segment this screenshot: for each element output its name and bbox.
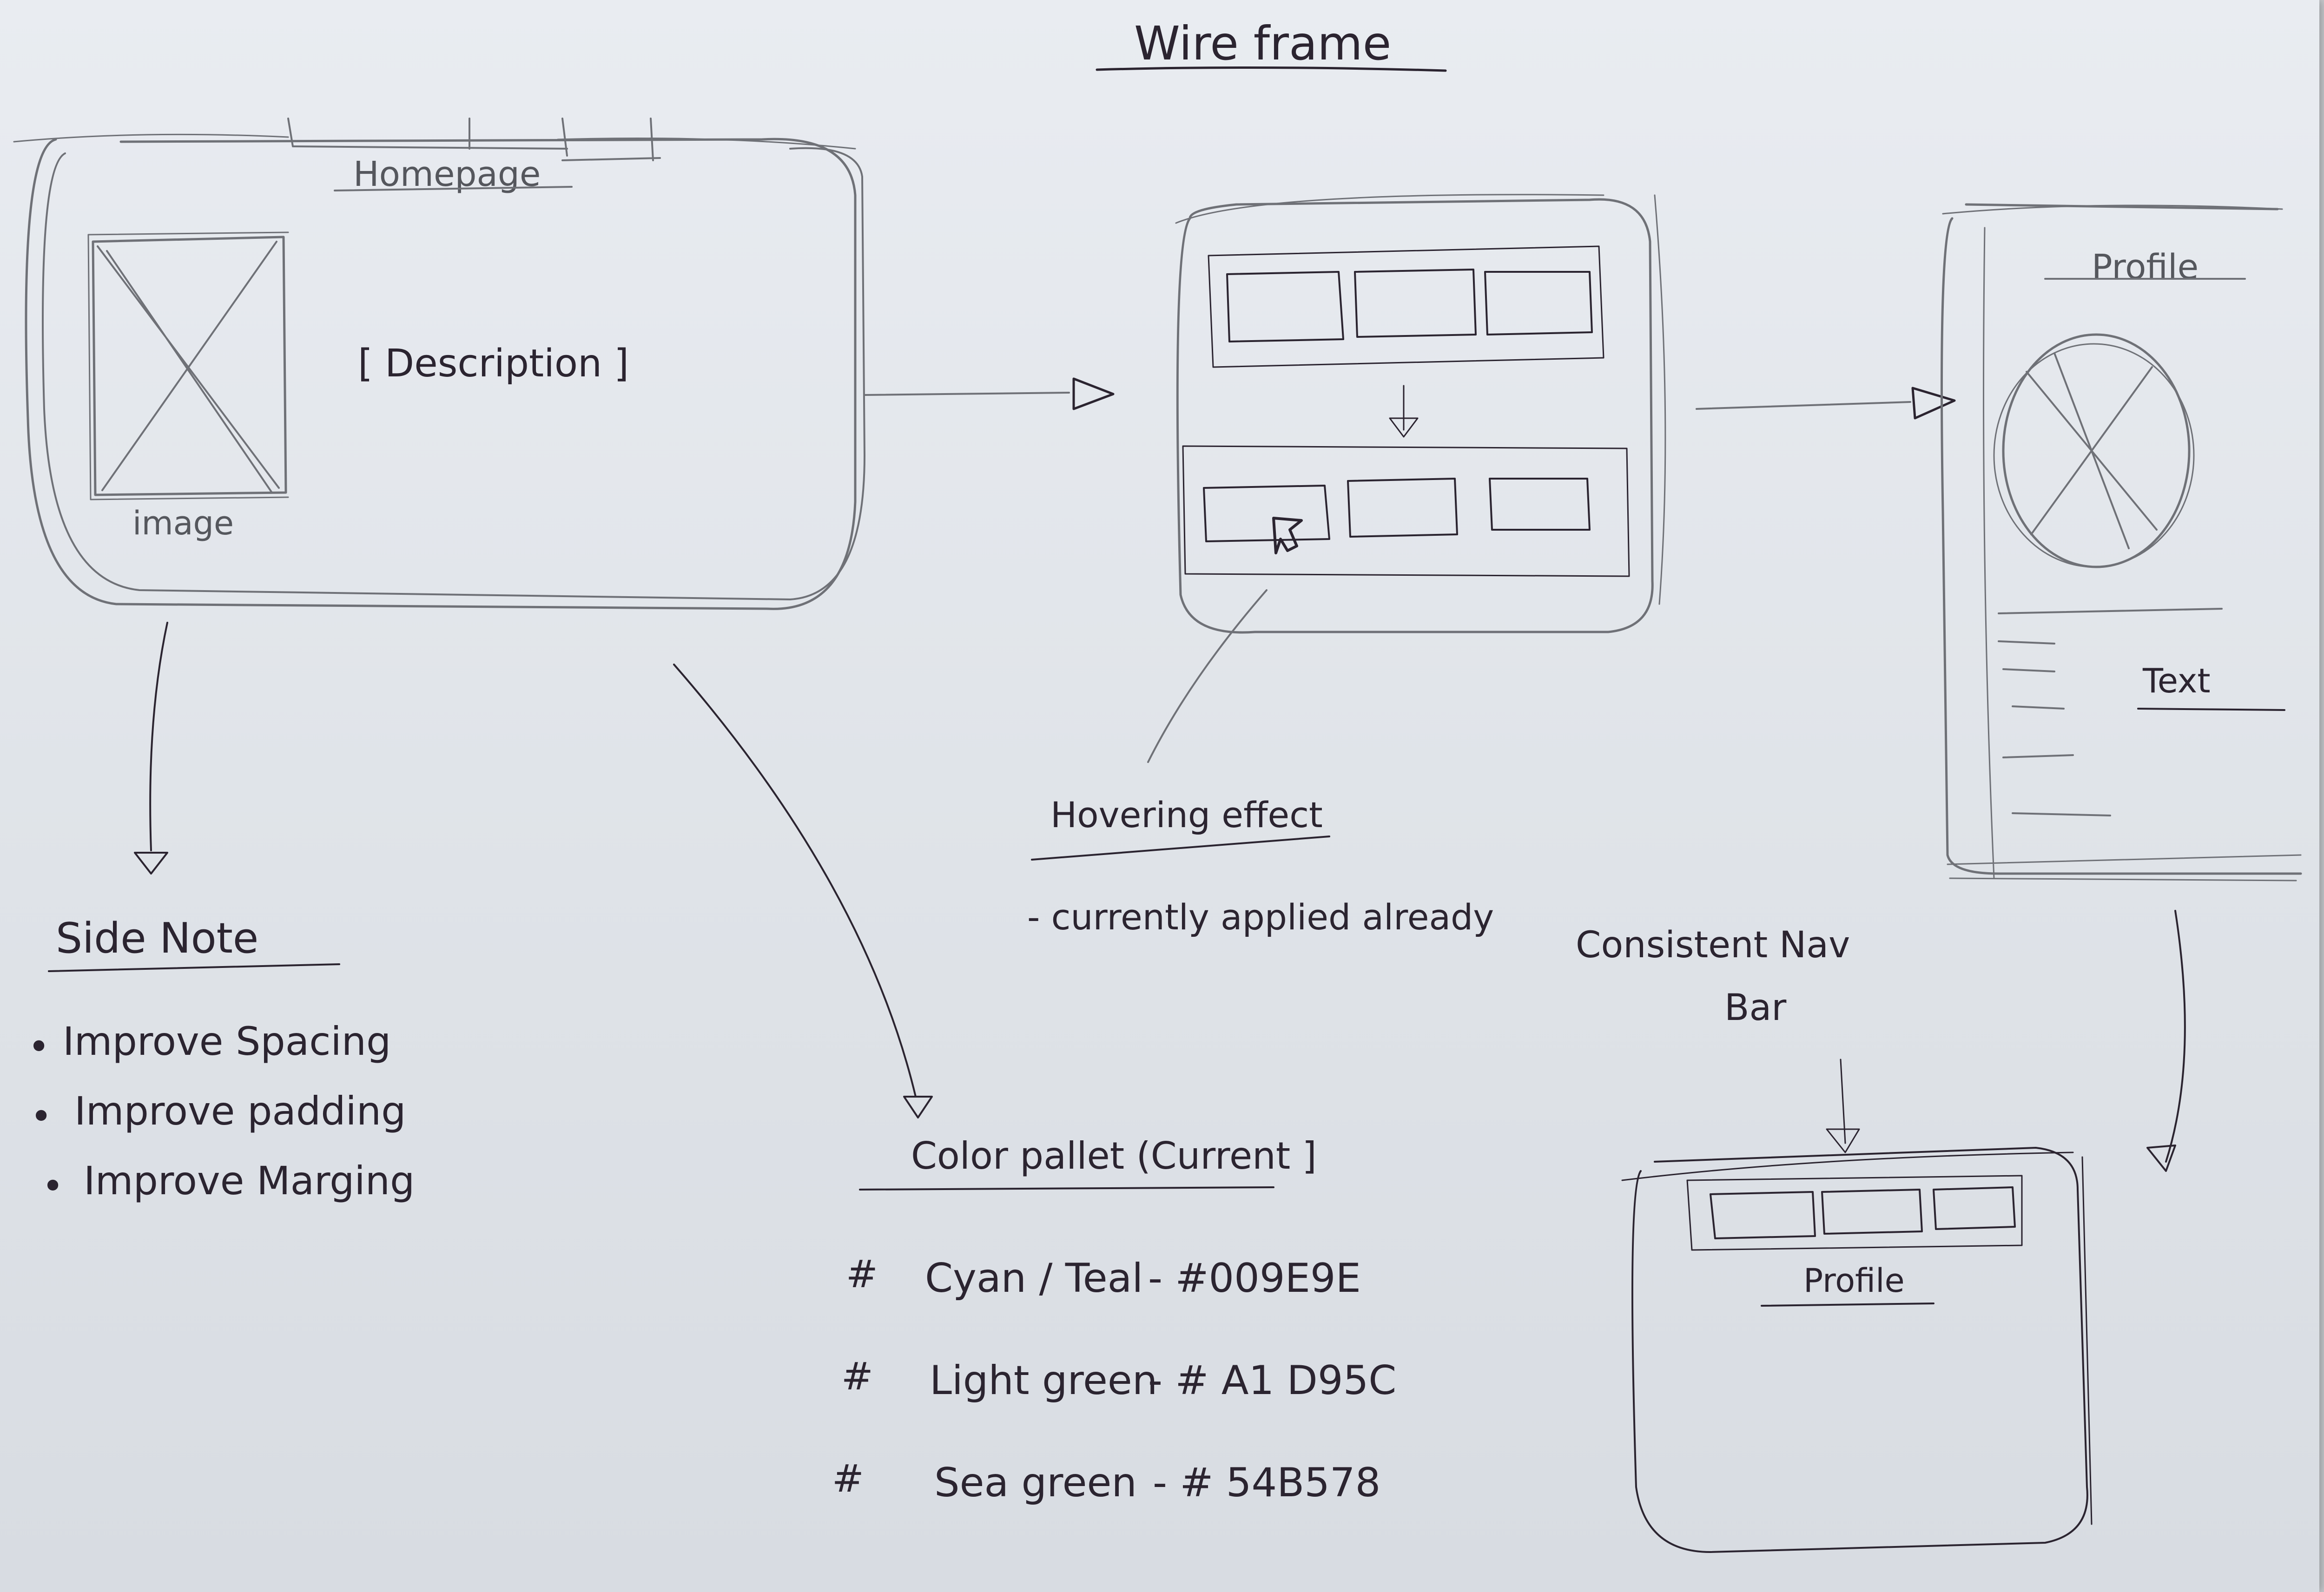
arrow-home-to-gallery bbox=[864, 377, 1115, 410]
palette-bullet-2: # bbox=[841, 1355, 873, 1399]
description-label: [ Description ] bbox=[358, 342, 629, 386]
palette-code-3: - # 54B578 bbox=[1153, 1460, 1380, 1506]
title-underline bbox=[1096, 66, 1447, 72]
hover-note-title: Hovering effect bbox=[1050, 794, 1323, 835]
side-note-bullet-1: • bbox=[28, 1025, 50, 1068]
nav-note: Consistent Nav Bar bbox=[1576, 924, 1850, 1029]
profile-label: Profile bbox=[2092, 247, 2199, 287]
homepage-sketch: Homepage image [ Description ] bbox=[13, 118, 865, 610]
nav-note-line2: Bar bbox=[1724, 987, 1787, 1029]
palette-code-1: - #009E9E bbox=[1148, 1255, 1361, 1302]
profile-sketch: Profile Text bbox=[1941, 203, 2302, 882]
image-placeholder bbox=[87, 231, 289, 500]
page-title: Wire frame bbox=[1134, 16, 1391, 71]
nav-profile-label: Profile bbox=[1803, 1262, 1905, 1300]
side-note-item-1: Improve Spacing bbox=[63, 1019, 391, 1064]
arrow-home-to-sidenote bbox=[134, 622, 168, 875]
gallery-sketch bbox=[1147, 194, 1666, 763]
image-label: image bbox=[132, 504, 234, 542]
avatar-placeholder bbox=[1993, 333, 2195, 568]
palette-name-1: Cyan / Teal bbox=[925, 1255, 1143, 1302]
side-note-item-3: Improve Marging bbox=[84, 1158, 415, 1204]
palette-name-2: Light green bbox=[930, 1357, 1157, 1404]
hover-note: Hovering effect - currently applied alre… bbox=[1027, 794, 1494, 938]
palette-row-1: # Cyan / Teal - #009E9E bbox=[846, 1252, 1361, 1302]
palette-code-2: - # A1 D95C bbox=[1148, 1357, 1396, 1404]
arrow-home-to-palette bbox=[673, 664, 933, 1118]
cursor-icon bbox=[1272, 517, 1303, 554]
color-palette: Color pallet (Current ] # Cyan / Teal - … bbox=[832, 1134, 1396, 1506]
side-note-bullet-2: • bbox=[30, 1095, 52, 1138]
side-note-list: • Improve Spacing • Improve padding • Im… bbox=[28, 1019, 415, 1208]
side-note-item-2: Improve padding bbox=[74, 1088, 406, 1134]
profile-text-label: Text bbox=[2142, 661, 2211, 700]
side-note: Side Note • Improve Spacing • Improve pa… bbox=[28, 914, 415, 1208]
arrow-gallery-to-profile bbox=[1696, 387, 1956, 420]
palette-row-3: # Sea green - # 54B578 bbox=[832, 1457, 1380, 1506]
title-block: Wire frame bbox=[1096, 16, 1447, 72]
palette-bullet-1: # bbox=[846, 1252, 878, 1296]
palette-bullet-3: # bbox=[832, 1457, 864, 1501]
side-note-bullet-3: • bbox=[42, 1164, 64, 1208]
nav-profile-sketch: Profile bbox=[1621, 1059, 2093, 1553]
side-note-title: Side Note bbox=[56, 914, 258, 963]
palette-name-3: Sea green bbox=[934, 1460, 1137, 1506]
palette-title: Color pallet (Current ] bbox=[911, 1134, 1317, 1178]
palette-row-2: # Light green - # A1 D95C bbox=[841, 1355, 1396, 1404]
arrow-profile-to-nav bbox=[2146, 910, 2186, 1172]
nav-note-line1: Consistent Nav bbox=[1576, 924, 1850, 966]
hover-note-detail: - currently applied already bbox=[1027, 896, 1494, 938]
